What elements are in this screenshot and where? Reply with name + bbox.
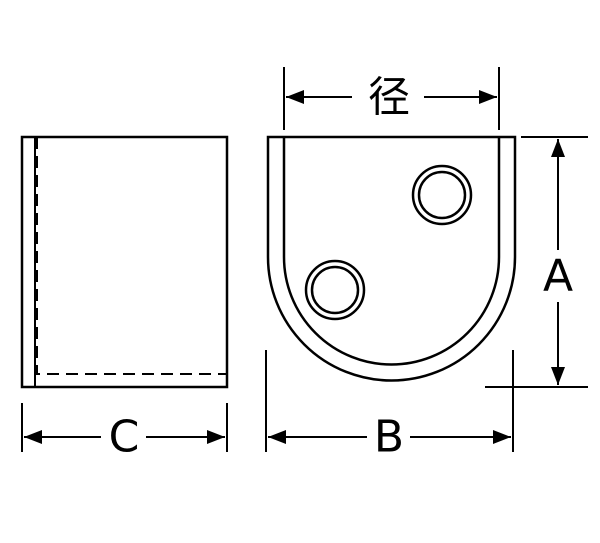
- dimension-height: [485, 136, 588, 388]
- arrowhead: [479, 90, 497, 104]
- front-view-outer-outline: [266, 135, 517, 382]
- arrowhead: [493, 430, 511, 444]
- mounting-hole-lower: [304, 259, 366, 321]
- side-view-outline: [20, 135, 229, 389]
- arrowhead: [551, 139, 565, 157]
- side-view-hidden-line: [36, 137, 227, 375]
- arrowhead: [24, 430, 42, 444]
- front-view-inner-outline: [282, 137, 501, 366]
- arrowhead: [286, 90, 304, 104]
- arrowhead: [207, 430, 225, 444]
- dimension-diameter: [283, 67, 500, 130]
- width-label: B: [374, 412, 404, 463]
- height-label: A: [543, 251, 573, 302]
- diameter-label: 径: [368, 73, 410, 122]
- arrowhead: [268, 430, 286, 444]
- arrowhead: [551, 367, 565, 385]
- dimension-depth: [21, 403, 228, 452]
- front-view: [266, 135, 517, 382]
- side-view: [20, 135, 229, 389]
- depth-label: C: [109, 412, 140, 463]
- mounting-hole-upper: [411, 164, 473, 226]
- dimension-width: [265, 350, 514, 452]
